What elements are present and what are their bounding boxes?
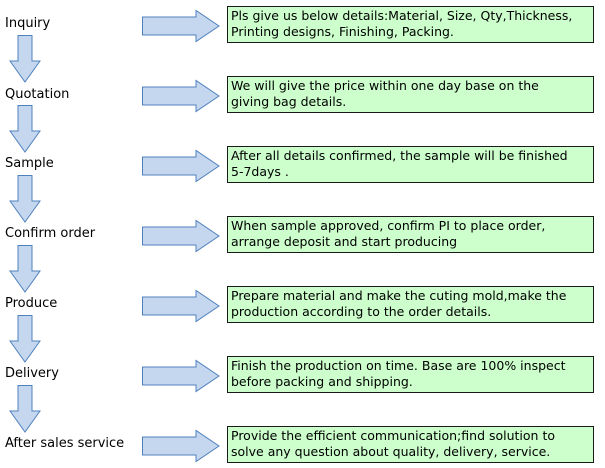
description-line: Printing designs, Finishing, Packing. <box>231 24 454 39</box>
right-arrow-icon <box>142 289 220 323</box>
step-label-quotation: Quotation <box>5 87 70 102</box>
description-box-delivery: Finish the production on time. Base are … <box>227 356 594 393</box>
description-box-after-sales-service: Provide the efficient communication;find… <box>227 426 594 463</box>
step-label-inquiry: Inquiry <box>5 16 51 31</box>
step-label-confirm-order: Confirm order <box>5 226 96 241</box>
right-arrow-icon <box>142 359 220 393</box>
description-line: giving bag details. <box>231 94 347 109</box>
description-line: arrange deposit and start producing <box>231 234 458 249</box>
down-arrow-icon <box>9 315 41 363</box>
description-line: solve any question about quality, delive… <box>231 444 551 459</box>
down-arrow-icon <box>9 175 41 223</box>
description-box-produce: Prepare material and make the cuting mol… <box>227 286 594 323</box>
right-arrow-icon <box>142 149 220 183</box>
step-label-produce: Produce <box>5 296 58 311</box>
right-arrow-icon <box>142 219 220 253</box>
description-line: After all details confirmed, the sample … <box>231 148 568 163</box>
description-line: Finish the production on time. Base are … <box>231 358 566 373</box>
description-line: Provide the efficient communication;find… <box>231 428 555 443</box>
step-label-delivery: Delivery <box>5 366 59 381</box>
description-line: Prepare material and make the cuting mol… <box>231 288 567 303</box>
description-box-confirm-order: When sample approved, confirm PI to plac… <box>227 216 594 253</box>
description-line: Pls give us below details:Material, Size… <box>231 8 573 23</box>
right-arrow-icon <box>142 9 220 43</box>
description-line: before packing and shipping. <box>231 374 413 389</box>
description-line: 5-7days . <box>231 164 289 179</box>
down-arrow-icon <box>9 35 41 83</box>
description-box-sample: After all details confirmed, the sample … <box>227 146 594 183</box>
description-box-quotation: We will give the price within one day ba… <box>227 76 594 113</box>
description-line: We will give the price within one day ba… <box>231 78 539 93</box>
step-label-after-sales-service: After sales service <box>5 436 125 451</box>
down-arrow-icon <box>9 385 41 433</box>
step-label-sample: Sample <box>5 156 54 171</box>
right-arrow-icon <box>142 429 220 463</box>
down-arrow-icon <box>9 245 41 293</box>
description-box-inquiry: Pls give us below details:Material, Size… <box>227 6 594 43</box>
description-line: When sample approved, confirm PI to plac… <box>231 218 546 233</box>
description-line: production according to the order detail… <box>231 304 492 319</box>
down-arrow-icon <box>9 105 41 153</box>
right-arrow-icon <box>142 79 220 113</box>
